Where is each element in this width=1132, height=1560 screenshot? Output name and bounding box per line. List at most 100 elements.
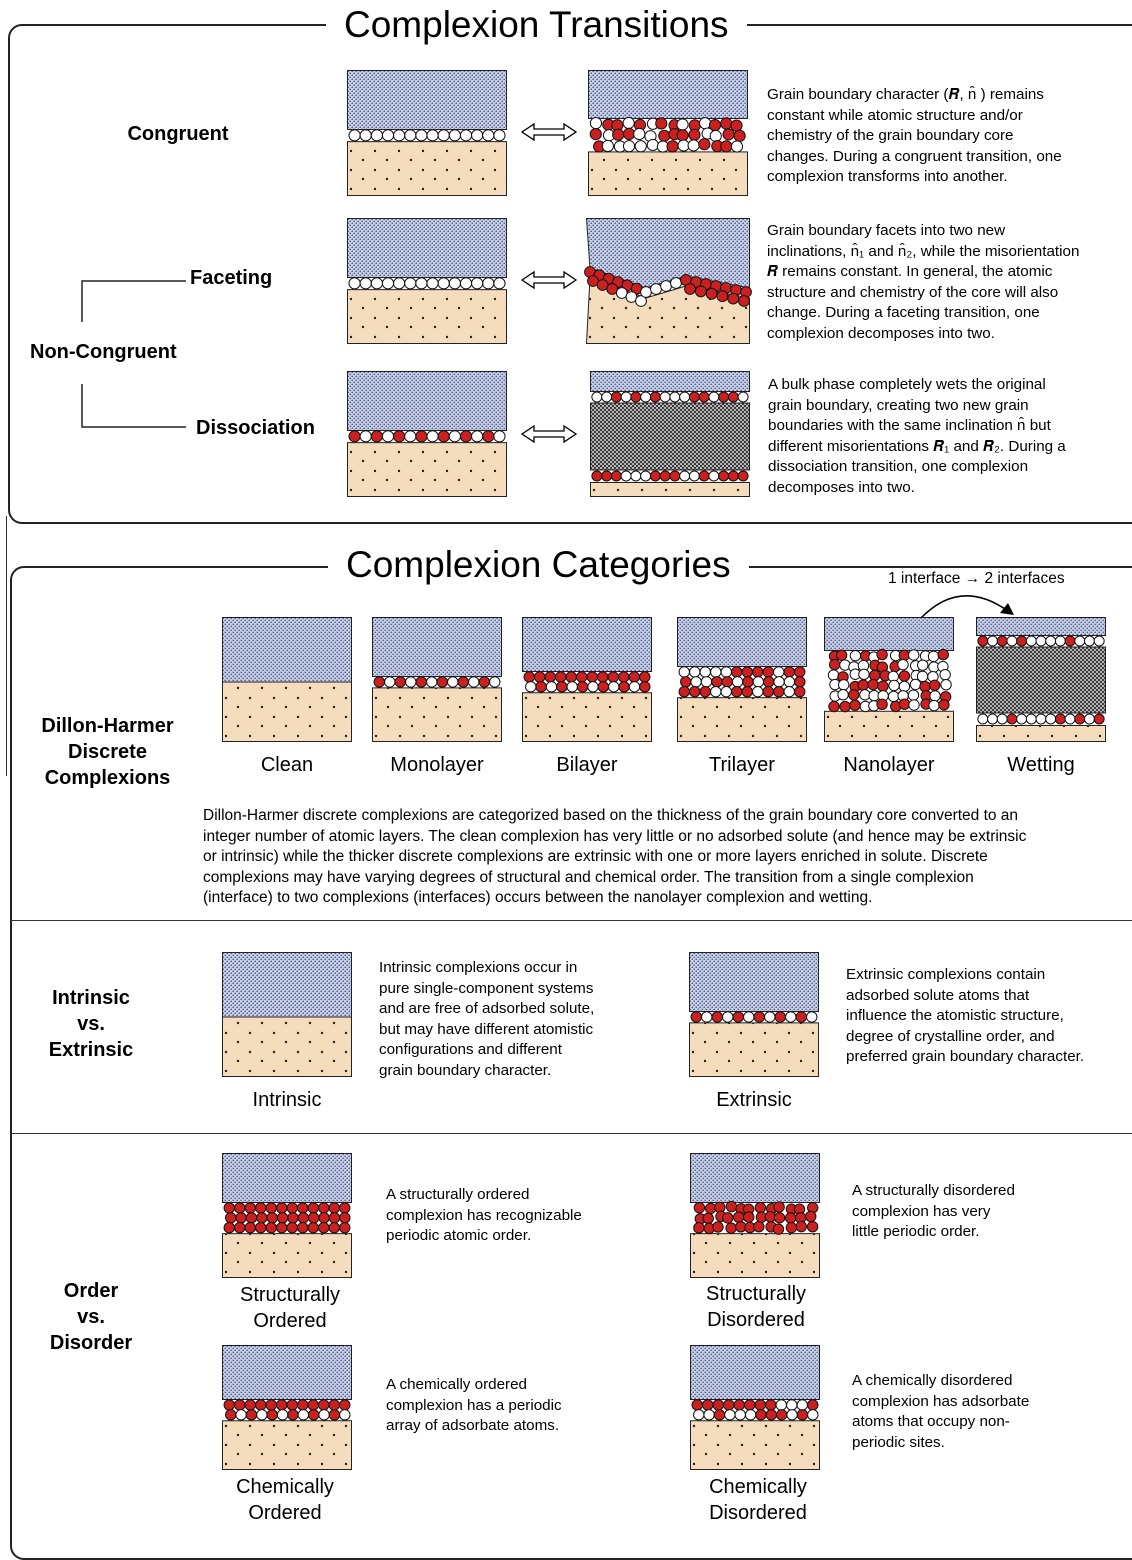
solute-atom [628, 671, 640, 683]
host-atom [620, 470, 632, 482]
solute-atom [308, 1212, 320, 1224]
top-grain [689, 952, 819, 1012]
bottom-grain [522, 692, 652, 743]
solute-atom [898, 670, 911, 682]
dissociation-label: Dissociation [196, 417, 315, 439]
solute-atom [744, 1399, 756, 1411]
solute-atom [737, 470, 749, 482]
solute-atom [555, 671, 567, 683]
host-atom [752, 686, 764, 698]
noncongruent-label: Non-Congruent [30, 341, 177, 363]
solute-atom [415, 430, 428, 443]
host-atom [917, 659, 929, 671]
bottom-grain [824, 710, 954, 742]
faceting-description: Grain boundary facets into two new incli… [767, 222, 1080, 342]
bottom-grain [222, 1233, 352, 1278]
host-atom [493, 277, 506, 290]
solute-atom [721, 676, 733, 688]
host-atom [678, 666, 690, 678]
host-atom [987, 635, 999, 647]
host-atom [622, 116, 635, 130]
solute-atom [523, 671, 535, 683]
solute-atom [234, 1202, 246, 1214]
chemically-disordered-description: A chemically disordered complexion has a… [852, 1372, 1030, 1451]
solute-atom [732, 1011, 744, 1023]
solute-atom [733, 129, 746, 142]
solute-atom [698, 470, 710, 482]
solute-atom [276, 1399, 288, 1411]
solute-atom [586, 671, 598, 683]
solute-atom [666, 140, 679, 153]
solute-atom [287, 1409, 299, 1421]
solute-atom [655, 117, 668, 130]
host-atom [939, 668, 951, 681]
solute-atom [286, 1399, 298, 1411]
host-atom [447, 676, 459, 688]
host-atom [235, 1409, 247, 1421]
solute-atom [694, 285, 707, 298]
bottom-grain [222, 681, 352, 742]
host-atom [318, 1409, 330, 1421]
host-atom [698, 117, 712, 130]
solute-atom [678, 686, 690, 698]
solute-atom [869, 669, 881, 682]
top-grain [347, 218, 507, 278]
host-atom [858, 668, 870, 681]
solute-atom [805, 1210, 817, 1223]
solute-atom [705, 287, 718, 300]
host-atom [687, 139, 700, 152]
host-atom [348, 129, 361, 142]
host-atom [448, 277, 461, 290]
solute-atom [755, 1409, 767, 1421]
caption-clean: Clean [260, 754, 314, 776]
solute-atom [669, 470, 681, 482]
solute-atom [754, 1399, 766, 1411]
solute-atom [308, 1409, 320, 1421]
host-atom [297, 1409, 310, 1421]
double-arrow-shape [520, 122, 578, 142]
solute-atom [265, 1399, 277, 1411]
host-atom [888, 679, 900, 692]
solute-atom [876, 648, 888, 661]
solute-atom [348, 430, 361, 443]
dissociation-before-diagram [347, 371, 507, 497]
solute-atom [658, 129, 671, 142]
host-atom [898, 680, 911, 693]
transitions-title: Complexion Transitions [326, 3, 747, 47]
solute-atom [576, 681, 589, 693]
double-arrow-shape [520, 270, 578, 290]
solute-atom [255, 1222, 267, 1234]
solute-atom [287, 1212, 299, 1224]
solute-atom [612, 128, 625, 141]
faceting-after-diagram [584, 218, 752, 344]
host-atom [437, 277, 450, 290]
solute-atom [699, 686, 711, 698]
host-atom [887, 690, 900, 703]
solute-atom [763, 676, 775, 688]
host-atom [640, 391, 652, 403]
host-atom [471, 430, 484, 443]
host-atom [720, 666, 732, 678]
host-atom [987, 713, 999, 725]
host-atom [734, 1409, 746, 1421]
host-atom [785, 1011, 797, 1023]
host-atom [940, 679, 952, 691]
solute-atom [597, 681, 610, 693]
solute-atom [339, 1202, 351, 1214]
host-atom [404, 277, 417, 290]
host-atom [471, 129, 484, 142]
categories-title: Complexion Categories [328, 543, 749, 587]
extrinsic-description: Extrinsic complexions contain adsorbed s… [846, 966, 1085, 1065]
host-atom [628, 681, 641, 693]
host-atom [482, 277, 495, 290]
host-atom [689, 666, 701, 678]
solute-atom [276, 1202, 288, 1214]
host-atom [468, 676, 480, 688]
solute-atom [591, 470, 603, 482]
host-atom [783, 686, 795, 698]
host-atom [646, 138, 659, 152]
host-atom [256, 1409, 268, 1421]
solute-atom [265, 1222, 277, 1234]
curved-arrow-icon [919, 595, 1014, 620]
bottom-grain [590, 482, 750, 497]
